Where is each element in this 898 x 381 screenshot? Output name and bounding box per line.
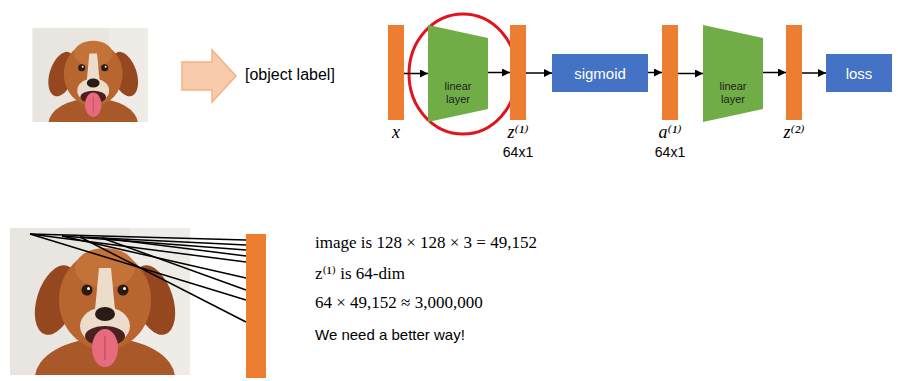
dog-photo [32,28,147,149]
output-label: [object label] [245,66,335,84]
arrow-connector [488,72,510,74]
linear-layer: linear layer [703,25,763,122]
math-note: z⁽¹⁾ is 64-dim [315,263,405,284]
trapezoid-shape [703,25,763,122]
connection-lines [30,234,246,322]
math-note: 64 × 49,152 ≈ 3,000,000 [315,293,483,313]
vector-name: a⁽¹⁾ [658,122,681,142]
arrow-connector [763,72,786,74]
node-label: linear layer [435,80,481,106]
linear-layer: linear layer [428,25,488,122]
arrow-connector [802,72,826,74]
node-label: loss [846,65,873,82]
dimension-label: 64x1 [655,144,685,161]
arrow-connector [648,72,662,74]
arrow-connector [678,73,703,75]
feature-bar [246,234,266,378]
arrow-connector [404,73,428,75]
block-arrow [182,50,236,102]
loss-box: loss [826,54,892,92]
arrow-connector [526,72,552,74]
trapezoid-outline [703,25,763,122]
trapezoid-outline [428,25,488,122]
vector-name: z⁽¹⁾ [507,122,528,142]
vector-bar: x [388,25,404,120]
vector-bar: a⁽¹⁾64x1 [662,25,678,120]
vector-name: x [392,122,400,142]
node-label: sigmoid [574,65,626,82]
dimension-label: 64x1 [503,144,533,161]
math-note: image is 128 × 128 × 3 = 49,152 [315,233,537,253]
vector-bar: z⁽¹⁾64x1 [510,25,526,120]
note-text: We need a better way! [315,326,465,343]
trapezoid-shape [428,25,488,122]
activation-box: sigmoid [552,54,648,92]
node-label: linear layer [710,80,756,106]
vector-bar: z⁽²⁾ [786,25,802,120]
vector-name: z⁽²⁾ [783,122,804,142]
